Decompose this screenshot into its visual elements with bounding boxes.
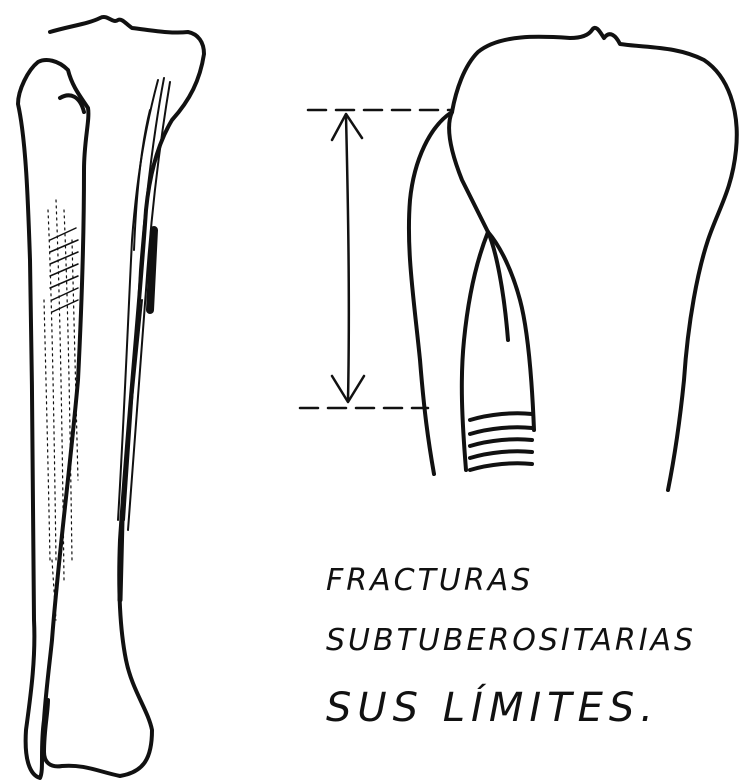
tibia-schematic-tuberosity — [449, 112, 508, 340]
measurement-arrow-shaft — [346, 116, 349, 400]
caption-line-1: FRACTURAS — [326, 566, 747, 596]
caption: FRACTURAS SUBTUBEROSITARIAS SUS LÍMITES. — [326, 566, 747, 728]
caption-line-2: SUBTUBEROSITARIAS — [326, 626, 747, 656]
caption-line-3: SUS LÍMITES. — [326, 688, 747, 728]
fibula-schematic-outline — [409, 112, 452, 474]
fibula-outline — [18, 60, 88, 778]
